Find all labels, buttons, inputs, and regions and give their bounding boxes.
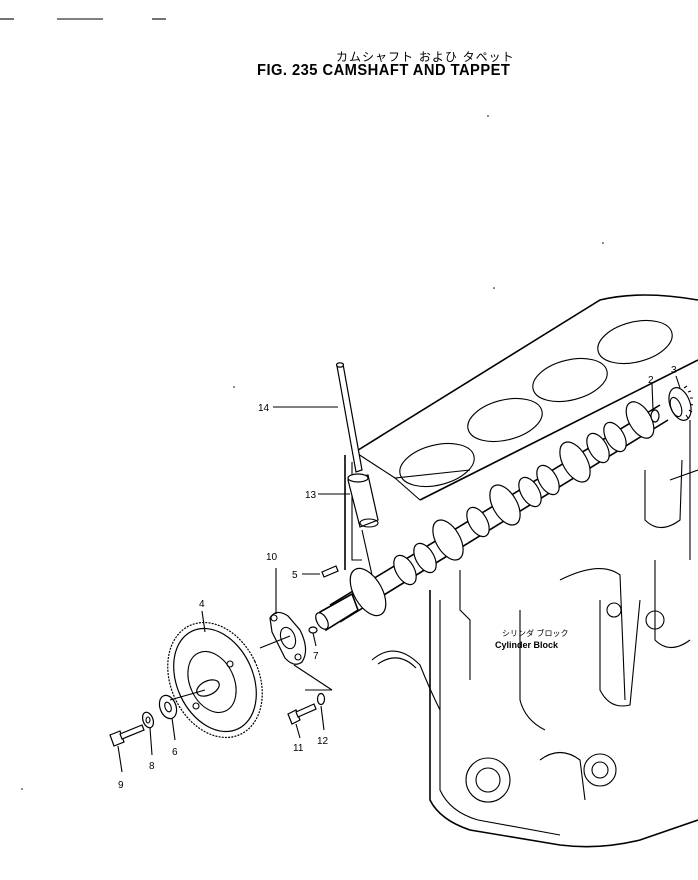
part-5-key <box>302 565 339 578</box>
part-13-tappet <box>318 473 379 576</box>
callout-5: 5 <box>292 570 298 581</box>
figure-title: FIG. 235 CAMSHAFT AND TAPPET <box>257 62 511 79</box>
part-12-washer <box>316 692 326 731</box>
cylinder-block-label-japanese: シリンダ ブロック <box>502 628 569 638</box>
part-6-washer <box>158 694 178 741</box>
callout-labels: 2 3 4 5 6 7 8 9 10 11 12 13 14 <box>118 365 677 791</box>
part-14-push-rod <box>273 362 363 473</box>
callout-10: 10 <box>266 552 278 563</box>
callout-14: 14 <box>258 403 270 414</box>
callout-13: 13 <box>305 490 317 501</box>
assembly-lines <box>169 635 333 701</box>
camshaft <box>315 401 669 632</box>
part-11-bolt <box>287 703 317 739</box>
scan-specks <box>21 115 604 790</box>
callout-11: 11 <box>293 743 304 754</box>
callout-3: 3 <box>671 365 677 376</box>
callout-7: 7 <box>313 651 319 662</box>
callout-12: 12 <box>317 736 329 747</box>
cylinder-block-label: Cylinder Block <box>495 640 559 650</box>
part-2-plug <box>650 383 660 423</box>
cylinder-block: シリンダ ブロック Cylinder Block <box>344 294 698 848</box>
part-10-thrust-plate <box>269 568 307 665</box>
callout-4: 4 <box>199 599 205 610</box>
callout-2: 2 <box>648 375 654 386</box>
part-9-bolt <box>109 724 145 773</box>
part-8-washer <box>141 711 155 756</box>
part-7-pin <box>308 626 318 647</box>
part-4-cam-gear <box>167 610 263 739</box>
part-3-gear <box>668 375 694 421</box>
callout-9: 9 <box>118 780 124 791</box>
callout-6: 6 <box>172 747 178 758</box>
figure-title-japanese: カムシャフト およひ タペット <box>336 50 515 64</box>
callout-8: 8 <box>149 761 155 772</box>
